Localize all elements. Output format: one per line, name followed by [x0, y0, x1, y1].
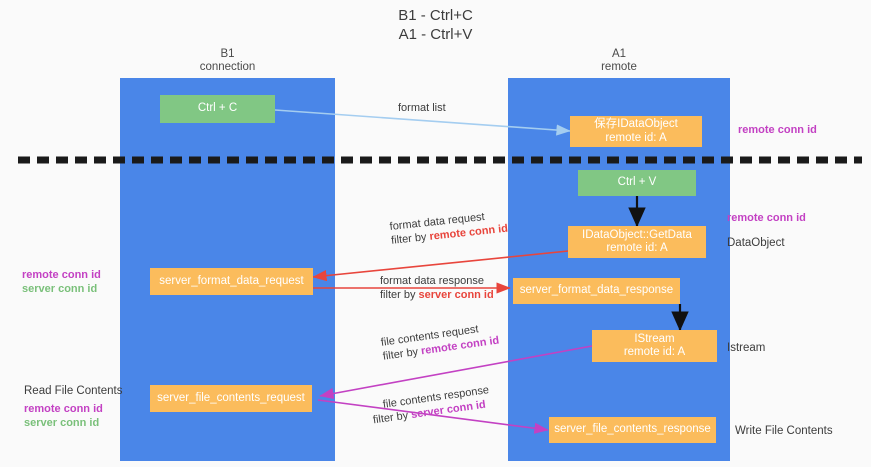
- edge-label-format-data-response-text: format data response: [380, 275, 484, 287]
- box-ctrl-v[interactable]: Ctrl + V: [578, 170, 696, 196]
- box-server-format-data-response-label: server_format_data_response: [519, 284, 674, 297]
- box-server-file-contents-response-label: server_file_contents_response: [554, 423, 711, 436]
- lane-header-a1-name: A1: [611, 48, 627, 60]
- right-label-write-file-contents: Write File Contents: [735, 425, 833, 437]
- diagram-title: B1 - Ctrl+C A1 - Ctrl+V: [0, 6, 871, 44]
- box-server-file-contents-response[interactable]: server_file_contents_response: [549, 417, 716, 443]
- left-label-remote-conn-id: remote conn id: [22, 269, 101, 281]
- left-label-server-conn-id: server conn id: [22, 283, 98, 295]
- box-server-format-data-response[interactable]: server_format_data_response: [513, 278, 680, 304]
- lane-header-a1-sub: remote: [601, 61, 637, 73]
- box-ctrl-c[interactable]: Ctrl + C: [160, 95, 275, 123]
- title-line-2: A1 - Ctrl+V: [398, 26, 473, 43]
- right-label-remote-conn-id-mid: remote conn id: [727, 212, 806, 224]
- box-server-file-contents-request[interactable]: server_file_contents_request: [150, 385, 312, 412]
- lane-header-b1-sub: connection: [199, 61, 256, 73]
- box-save-idataobject-line1: 保存IDataObject: [594, 118, 678, 130]
- right-label-dataobject: DataObject: [727, 237, 785, 249]
- box-idataobject-getdata[interactable]: IDataObject::GetData remote id: A: [568, 226, 706, 258]
- box-istream[interactable]: IStream remote id: A: [592, 330, 717, 362]
- box-ctrl-v-label: Ctrl + V: [617, 176, 657, 189]
- box-server-format-data-request-label: server_format_data_request: [159, 274, 304, 287]
- lane-header-b1-name: B1: [220, 48, 235, 60]
- edge-label-format-data-response-filter-key: server conn id: [418, 289, 494, 301]
- box-idataobject-getdata-line1: IDataObject::GetData: [582, 228, 692, 241]
- box-server-file-contents-request-label: server_file_contents_request: [157, 391, 305, 404]
- box-save-idataobject[interactable]: 保存IDataObject remote id: A: [570, 116, 702, 147]
- lane-header-a1: A1 remote: [508, 48, 730, 74]
- arrow-format-list: [274, 109, 571, 136]
- arrow-file-contents-response: [317, 399, 549, 434]
- title-line-1: B1 - Ctrl+C: [398, 7, 473, 24]
- edge-label-format-data-response: format data response filter by server co…: [380, 274, 494, 302]
- edge-label-format-list-text: format list: [398, 102, 446, 114]
- box-server-format-data-request[interactable]: server_format_data_request: [150, 268, 313, 295]
- arrow-file-contents-request: [319, 345, 593, 400]
- left-label-read-file-contents: Read File Contents: [24, 385, 123, 397]
- lane-header-b1: B1 connection: [120, 48, 335, 74]
- right-label-remote-conn-id-top: remote conn id: [738, 124, 817, 136]
- left-label-remote-conn-id-2: remote conn id: [24, 403, 103, 415]
- edge-label-format-data-response-filter-prefix: filter by: [380, 289, 419, 301]
- right-label-istream: Istream: [727, 342, 766, 354]
- box-save-idataobject-line2: remote id: A: [605, 131, 667, 144]
- box-idataobject-getdata-line2: remote id: A: [606, 242, 668, 254]
- edge-label-format-data-request-filter-prefix: filter by: [390, 230, 431, 247]
- box-istream-line2: remote id: A: [623, 346, 686, 358]
- box-istream-line1: IStream: [634, 332, 675, 345]
- box-ctrl-c-label: Ctrl + C: [197, 102, 238, 115]
- arrow-format-data-request: [312, 249, 579, 282]
- left-label-server-conn-id-2: server conn id: [24, 417, 100, 429]
- edge-label-format-list: format list: [398, 101, 446, 115]
